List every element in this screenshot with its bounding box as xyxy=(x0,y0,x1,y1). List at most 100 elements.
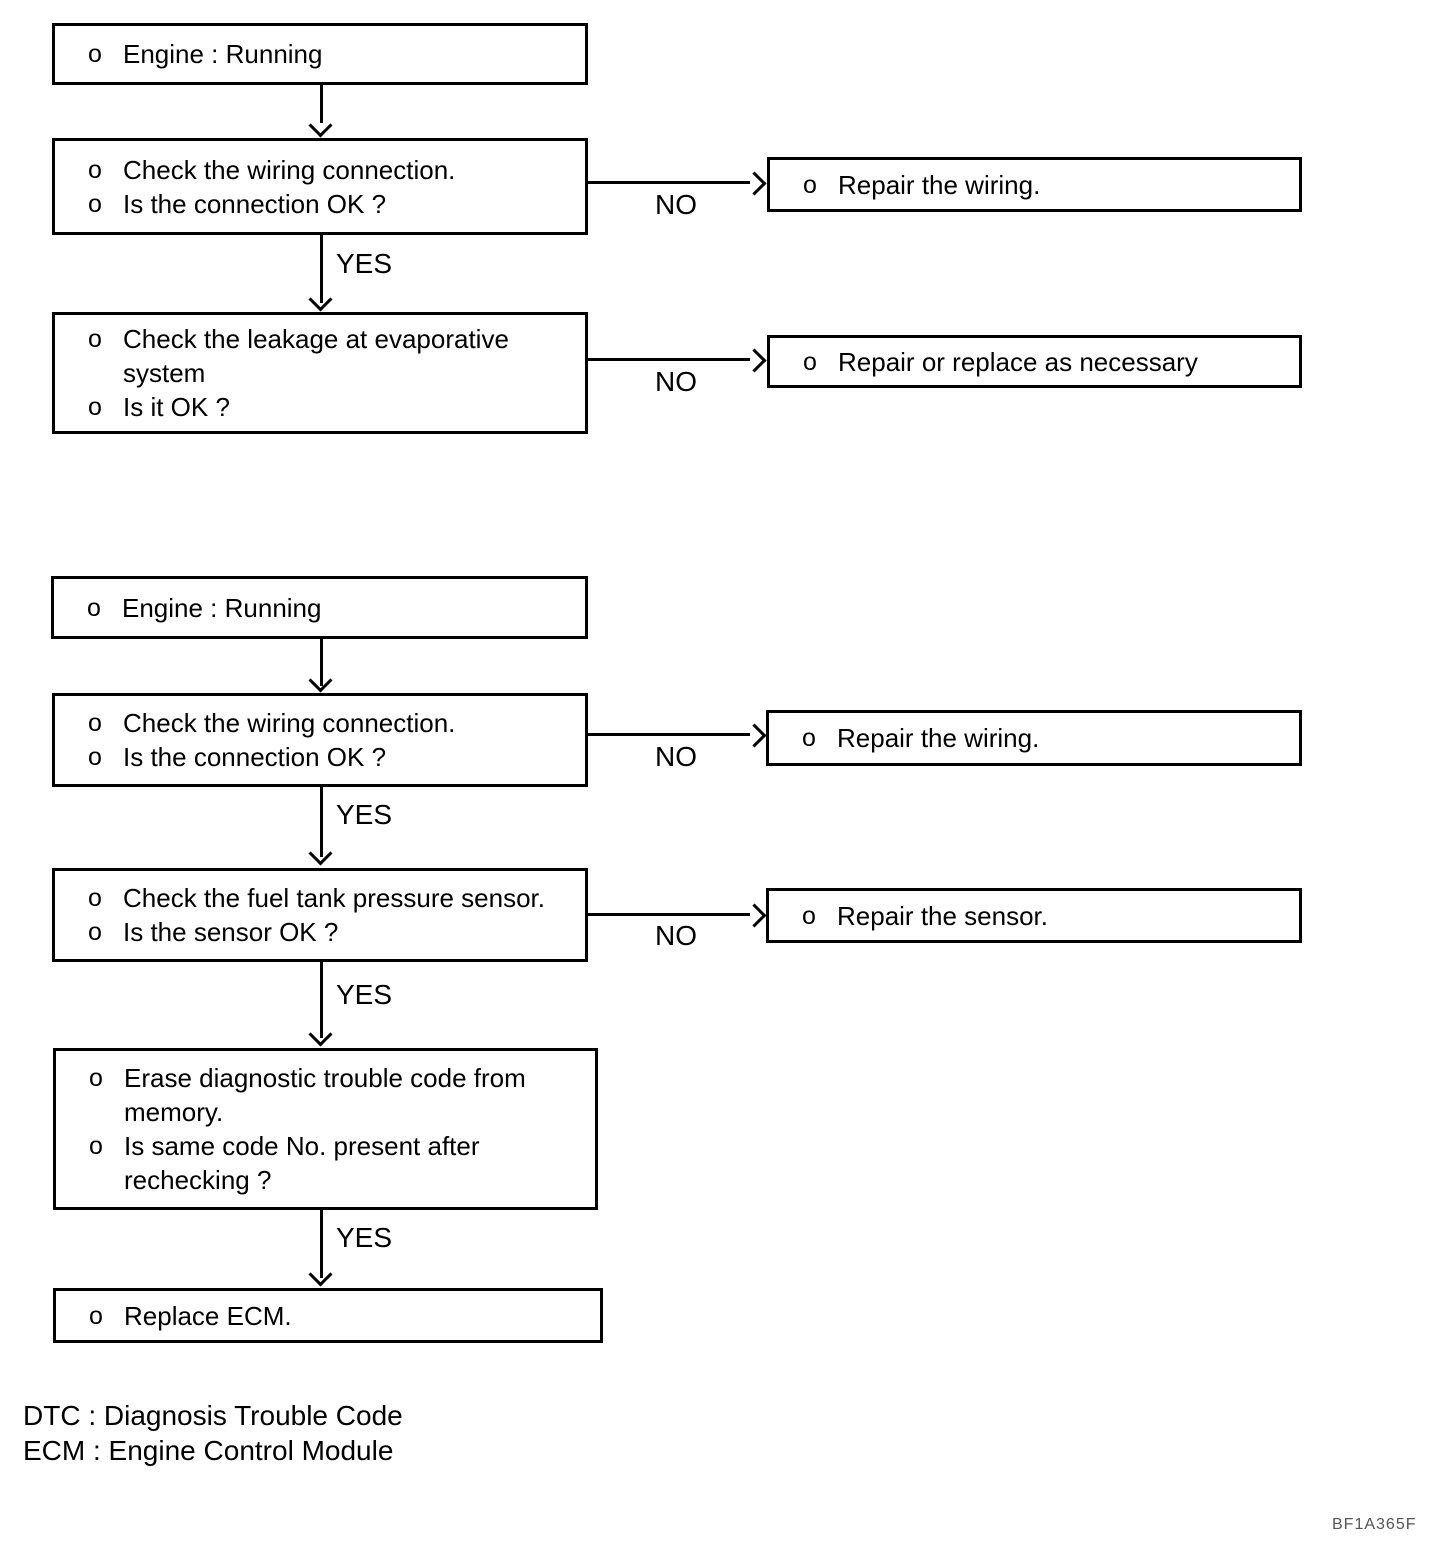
step-text: system xyxy=(123,358,206,388)
arrowhead-down-icon xyxy=(308,113,333,138)
decision-check-wiring-1: o Check the wiring connection. o Is the … xyxy=(52,138,588,235)
bullet: o xyxy=(802,901,816,930)
step-text: memory. xyxy=(124,1097,224,1127)
step-text: Repair or replace as necessary xyxy=(838,346,1198,377)
connector-line xyxy=(320,787,323,857)
bullet: o xyxy=(88,40,102,68)
connector-line xyxy=(320,639,323,686)
label-no: NO xyxy=(655,366,697,397)
arrowhead-down-icon xyxy=(308,1262,333,1287)
bullet: o xyxy=(88,189,102,218)
label-yes: YES xyxy=(336,979,393,1010)
action-repair-sensor: o Repair the sensor. xyxy=(766,888,1302,943)
decision-check-leakage: o Check the leakage at evaporative syste… xyxy=(52,312,588,434)
bullet: o xyxy=(89,1301,103,1330)
bullet: o xyxy=(88,918,102,946)
arrowhead-down-icon xyxy=(308,287,333,312)
step-text: Is the sensor OK ? xyxy=(123,917,339,947)
box-line: rechecking ? xyxy=(56,1163,595,1197)
bullet: o xyxy=(89,1064,103,1092)
step-text: Is same code No. present after xyxy=(124,1131,480,1161)
step-text: Check the leakage at evaporative xyxy=(123,324,509,354)
box-line: o Erase diagnostic trouble code from xyxy=(56,1061,595,1095)
box-line: o Replace ECM. xyxy=(56,1299,600,1333)
label-yes: YES xyxy=(336,799,393,830)
box-line: o Check the wiring connection. xyxy=(55,706,585,740)
step-engine-running-2: o Engine : Running xyxy=(51,576,588,639)
bullet: o xyxy=(88,884,102,912)
arrowhead-right-icon xyxy=(742,171,767,196)
bullet: o xyxy=(88,325,102,353)
bullet: o xyxy=(88,155,102,184)
bullet: o xyxy=(803,347,817,376)
bullet: o xyxy=(89,1132,103,1160)
box-line: o Repair the wiring. xyxy=(769,721,1299,755)
step-text: Repair the sensor. xyxy=(837,900,1049,931)
label-no: NO xyxy=(655,741,697,772)
connector-line xyxy=(588,358,750,361)
box-line: o Repair the sensor. xyxy=(769,899,1299,933)
decision-erase-dtc: o Erase diagnostic trouble code from mem… xyxy=(53,1048,598,1210)
label-no: NO xyxy=(655,189,697,220)
label-yes: YES xyxy=(336,248,393,279)
bullet: o xyxy=(803,170,817,199)
connector-line xyxy=(588,913,750,916)
action-repair-wiring-2: o Repair the wiring. xyxy=(766,710,1302,766)
step-text: Check the wiring connection. xyxy=(123,708,456,738)
figure-code: BF1A365F xyxy=(1332,1516,1417,1533)
box-line: o Check the wiring connection. xyxy=(55,153,585,187)
connector-line xyxy=(320,962,323,1038)
step-engine-running-1: o Engine : Running xyxy=(52,23,588,85)
bullet: o xyxy=(88,393,102,421)
box-line: o Is the connection OK ? xyxy=(55,740,585,774)
box-line: o Repair or replace as necessary xyxy=(770,345,1299,379)
step-text: Is it OK ? xyxy=(123,392,230,422)
box-line: o Check the leakage at evaporative xyxy=(55,322,585,356)
bullet: o xyxy=(87,593,101,622)
step-text: Repair the wiring. xyxy=(837,723,1040,753)
bullet: o xyxy=(88,743,102,771)
arrowhead-down-icon xyxy=(308,841,333,866)
label-no: NO xyxy=(655,920,697,951)
label-yes: YES xyxy=(336,1222,393,1253)
box-line: o Is same code No. present after xyxy=(56,1129,595,1163)
box-line: o Engine : Running xyxy=(55,37,585,71)
connector-line xyxy=(588,181,750,184)
step-text: rechecking ? xyxy=(124,1165,272,1195)
step-text: Engine : Running xyxy=(123,39,323,69)
step-text: Engine : Running xyxy=(122,592,322,623)
box-line: o Repair the wiring. xyxy=(770,168,1299,202)
step-text: Check the fuel tank pressure sensor. xyxy=(123,883,546,913)
legend-dtc: DTC : Diagnosis Trouble Code xyxy=(23,1400,403,1431)
box-line: memory. xyxy=(56,1095,595,1129)
action-replace-ecm: o Replace ECM. xyxy=(53,1288,603,1343)
connector-line xyxy=(320,1210,323,1278)
step-text: Is the connection OK ? xyxy=(123,188,387,219)
legend-ecm: ECM : Engine Control Module xyxy=(23,1435,394,1466)
action-repair-wiring-1: o Repair the wiring. xyxy=(767,157,1302,212)
arrowhead-down-icon xyxy=(308,668,333,693)
box-line: o Is it OK ? xyxy=(55,390,585,424)
step-text: Check the wiring connection. xyxy=(123,154,456,185)
arrowhead-right-icon xyxy=(742,903,767,928)
arrowhead-down-icon xyxy=(308,1022,333,1047)
step-text: Is the connection OK ? xyxy=(123,742,387,772)
step-text: Repair the wiring. xyxy=(838,169,1041,200)
box-line: o Is the connection OK ? xyxy=(55,187,585,221)
step-text: Replace ECM. xyxy=(124,1300,292,1331)
decision-check-wiring-2: o Check the wiring connection. o Is the … xyxy=(52,693,588,787)
connector-line xyxy=(588,733,750,736)
arrowhead-right-icon xyxy=(742,348,767,373)
action-repair-or-replace: o Repair or replace as necessary xyxy=(767,335,1302,388)
bullet: o xyxy=(88,709,102,737)
connector-line xyxy=(320,235,323,303)
connector-line xyxy=(320,85,323,123)
bullet: o xyxy=(802,724,816,752)
arrowhead-right-icon xyxy=(742,723,767,748)
step-text: Erase diagnostic trouble code from xyxy=(124,1063,526,1093)
box-line: o Check the fuel tank pressure sensor. xyxy=(55,881,585,915)
box-line: system xyxy=(55,356,585,390)
box-line: o Engine : Running xyxy=(54,591,585,625)
box-line: o Is the sensor OK ? xyxy=(55,915,585,949)
